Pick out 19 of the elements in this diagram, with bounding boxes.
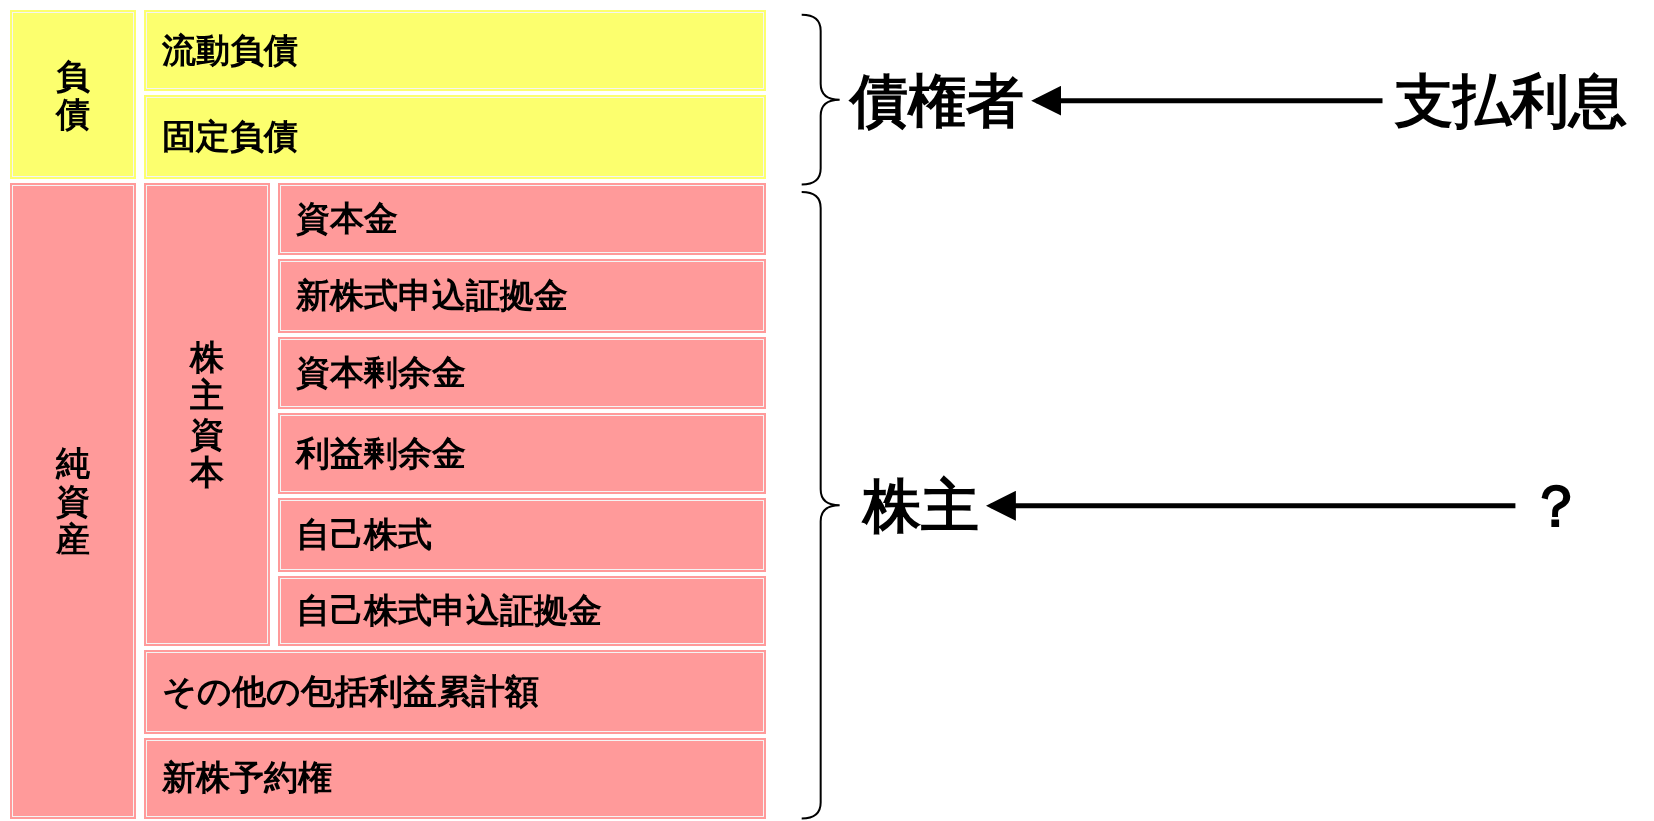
- account-cell: 純資産: [8, 181, 139, 821]
- account-cell: 自己株式申込証拠金: [276, 573, 768, 648]
- account-cell: 流動負債: [142, 8, 768, 93]
- account-cell: 株主資本: [142, 181, 273, 648]
- account-cell: その他の包括利益累計額: [142, 647, 768, 737]
- account-cell: 資本剰余金: [276, 335, 768, 412]
- account-cell: 利益剰余金: [276, 411, 768, 496]
- party-label: ？: [1527, 476, 1586, 535]
- arrow: [1031, 85, 1383, 116]
- account-cell: 固定負債: [142, 92, 768, 182]
- arrow: [985, 490, 1516, 521]
- account-cell: 負債: [8, 8, 139, 182]
- account-cell: 資本金: [276, 181, 768, 258]
- party-label: 株主: [862, 476, 979, 535]
- account-cell: 自己株式: [276, 495, 768, 574]
- party-label: 支払利息: [1394, 71, 1627, 130]
- party-label: 債権者: [850, 71, 1025, 130]
- account-cell: 新株式申込証拠金: [276, 257, 768, 336]
- account-cell: 新株予約権: [142, 736, 768, 821]
